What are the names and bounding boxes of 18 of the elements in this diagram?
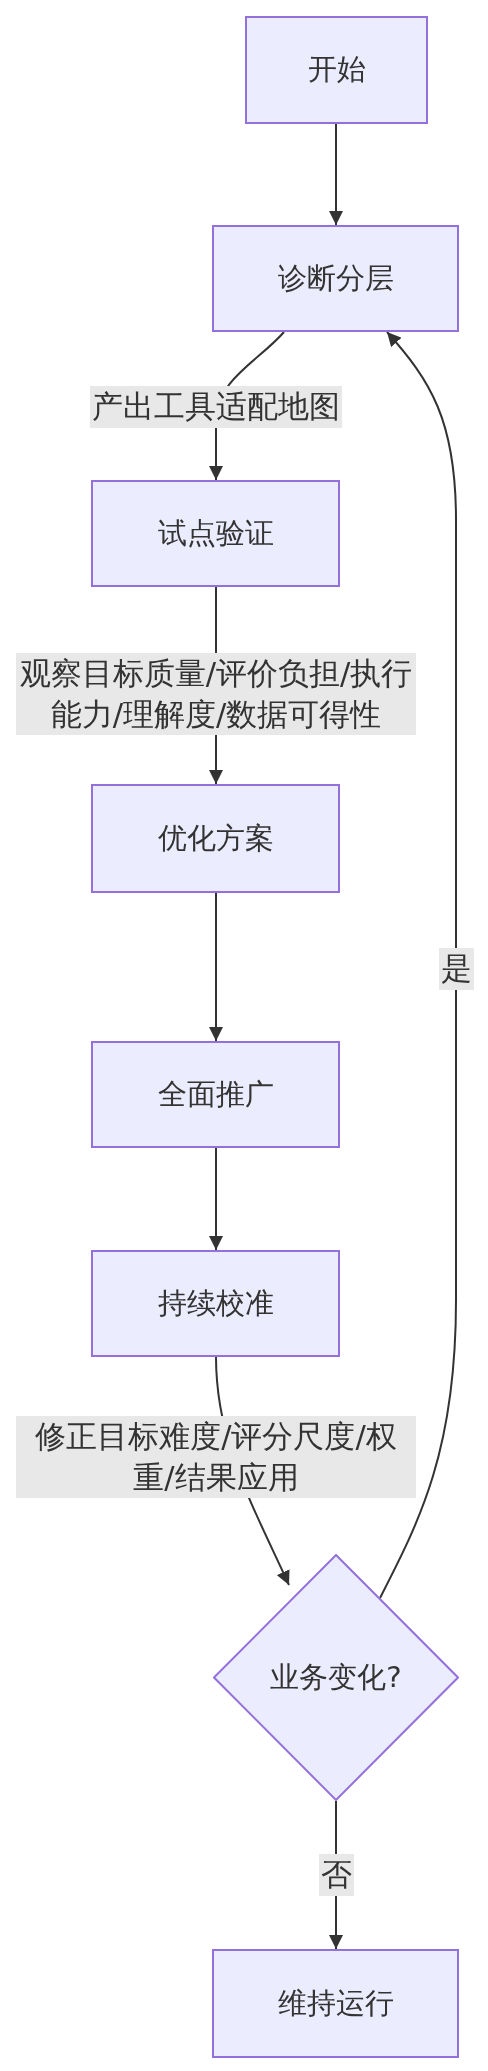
process-box: 优化方案 [91,784,340,893]
process-box: 试点验证 [91,480,340,587]
process-box: 维持运行 [212,1949,459,2058]
process-box: 持续校准 [91,1250,340,1357]
arrow [329,123,343,226]
edge-label: 修正目标难度/评分尺度/权重/结果应用 [16,1415,416,1499]
decision-diamond [213,1554,459,1801]
edge-label: 产出工具适配地图 [90,386,342,428]
edge-label: 否 [318,1854,354,1896]
edge-label: 是 [438,948,474,990]
arrow [379,331,457,1599]
arrow [209,892,223,1042]
arrow [209,1147,223,1251]
process-box: 诊断分层 [212,225,459,332]
edge-label: 观察目标质量/评价负担/执行能力/理解度/数据可得性 [16,652,416,736]
process-box: 开始 [245,16,428,124]
process-box: 全面推广 [91,1041,340,1148]
node-label: 业务变化? [270,1658,402,1696]
